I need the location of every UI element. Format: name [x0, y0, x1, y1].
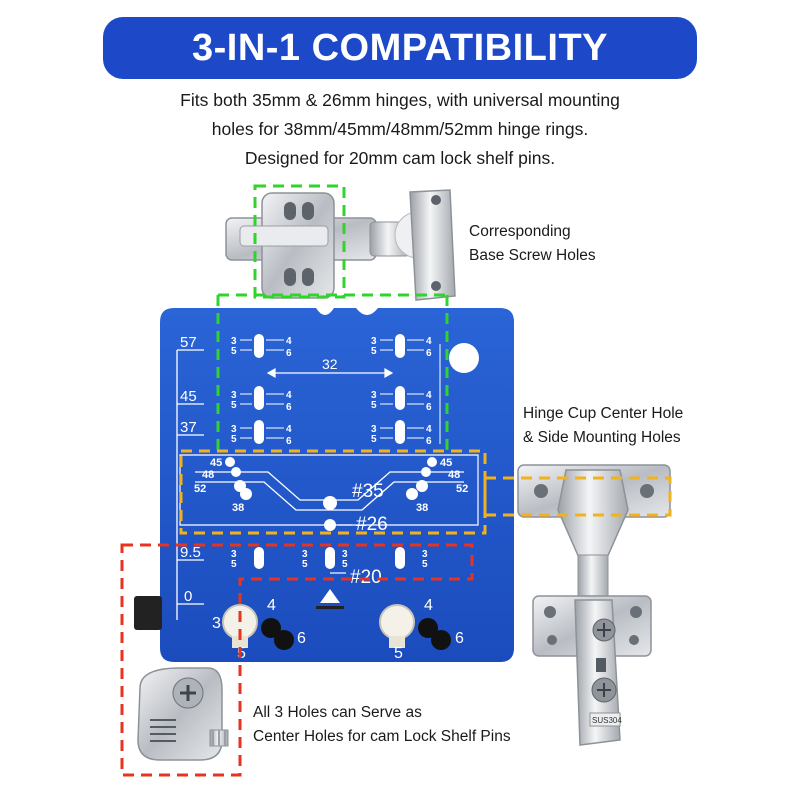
hole-num: 6 — [426, 402, 432, 413]
yellow-dash-connector — [483, 476, 672, 517]
hole-num: 6 — [426, 348, 432, 359]
hole-num: 3 — [371, 336, 377, 347]
hole-num: 5 — [231, 434, 237, 445]
knob-num: 5 — [394, 645, 403, 662]
hole-num: 5 — [231, 400, 237, 411]
ring-52-left: 52 — [194, 483, 206, 495]
red-dash-box — [120, 543, 474, 777]
hole-num: 4 — [426, 390, 432, 401]
ring-48-right: 48 — [448, 469, 460, 481]
scale-0: 0 — [184, 588, 192, 605]
callout-cam-lock: All 3 Holes can Serve as Center Holes fo… — [253, 701, 511, 749]
top-hinge — [225, 189, 456, 301]
hinge-stamp: SUS304 — [592, 716, 622, 725]
hole-num: 3 — [231, 390, 237, 401]
subtitle-line-1: Fits both 35mm & 26mm hinges, with unive… — [180, 90, 620, 110]
ring-48-left: 48 — [202, 469, 214, 481]
dashed-highlights — [120, 184, 672, 777]
green-dash-box — [253, 184, 346, 299]
subtitle-line-2: holes for 38mm/45mm/48mm/52mm hinge ring… — [211, 119, 589, 139]
spacing-32: 32 — [322, 356, 338, 372]
hole-num: 3 — [371, 390, 377, 401]
callout-hinge-cup: Hinge Cup Center Hole & Side Mounting Ho… — [523, 402, 683, 450]
scale-37: 37 — [180, 419, 197, 436]
subtitle-line-3: Designed for 20mm cam lock shelf pins. — [244, 148, 556, 168]
jig-plate: 57 45 37 9.5 0 3 5 4 6 3 5 4 6 — [134, 308, 514, 662]
hole-num: 6 — [286, 402, 292, 413]
hole-num: 6 — [286, 436, 292, 447]
callout-base-line-1: Corresponding — [469, 223, 571, 240]
ring-38-right: 38 — [416, 502, 428, 514]
hole-num: 6 — [286, 348, 292, 359]
hole-num: 5 — [231, 346, 237, 357]
knob-num: 6 — [297, 630, 306, 647]
hole-num: 5 — [231, 559, 237, 570]
ring-52-right: 52 — [456, 483, 468, 495]
scale-45: 45 — [180, 388, 197, 405]
callout-base-line-2: Base Screw Holes — [469, 247, 596, 264]
hole-num: 3 — [231, 336, 237, 347]
hole-num: 5 — [371, 346, 377, 357]
hole-num: 4 — [426, 424, 432, 435]
hole-num: 5 — [302, 559, 308, 570]
knob-num: 4 — [424, 597, 433, 614]
hole-num: 3 — [342, 549, 348, 560]
ring-38-left: 38 — [232, 502, 244, 514]
knob-num: 3 — [212, 615, 221, 632]
hole-num: 5 — [371, 434, 377, 445]
knob-right — [379, 604, 451, 650]
hole-num: 4 — [286, 336, 292, 347]
subtitle: Fits both 35mm & 26mm hinges, with unive… — [90, 86, 710, 173]
hole-num: 3 — [231, 549, 237, 560]
right-hinge: SUS304 — [517, 464, 671, 746]
ring-45-left: 45 — [210, 457, 222, 469]
cup-35-label: #35 — [352, 481, 384, 502]
callout-cup-line-2: & Side Mounting Holes — [523, 429, 681, 446]
scale-9-5: 9.5 — [180, 544, 201, 561]
hole-num: 4 — [286, 424, 292, 435]
callout-cam-line-2: Center Holes for cam Lock Shelf Pins — [253, 728, 511, 745]
callout-cam-line-1: All 3 Holes can Serve as — [253, 704, 422, 721]
hole-num: 3 — [371, 424, 377, 435]
hole-num: 3 — [231, 424, 237, 435]
yellow-dash-box — [179, 449, 487, 535]
cam-lock — [137, 667, 229, 761]
callout-base-screw-holes: Corresponding Base Screw Holes — [469, 220, 596, 268]
title-banner: 3-IN-1 COMPATIBILITY — [103, 17, 697, 79]
callout-cup-line-1: Hinge Cup Center Hole — [523, 405, 684, 422]
hole-num: 5 — [422, 559, 428, 570]
hole-num: 3 — [302, 549, 308, 560]
ring-45-right: 45 — [440, 457, 452, 469]
hole-num: 6 — [426, 436, 432, 447]
hole-num: 4 — [426, 336, 432, 347]
hole-num: 5 — [371, 400, 377, 411]
green-dash-outline — [216, 293, 449, 450]
cup-26-label: #26 — [356, 514, 388, 535]
hole-num: 3 — [422, 549, 428, 560]
knob-num: 4 — [267, 597, 276, 614]
knob-num: 6 — [455, 630, 464, 647]
banner-title: 3-IN-1 COMPATIBILITY — [191, 26, 609, 69]
hole-num: 5 — [342, 559, 348, 570]
scale-57: 57 — [180, 334, 197, 351]
hole-num: 4 — [286, 390, 292, 401]
